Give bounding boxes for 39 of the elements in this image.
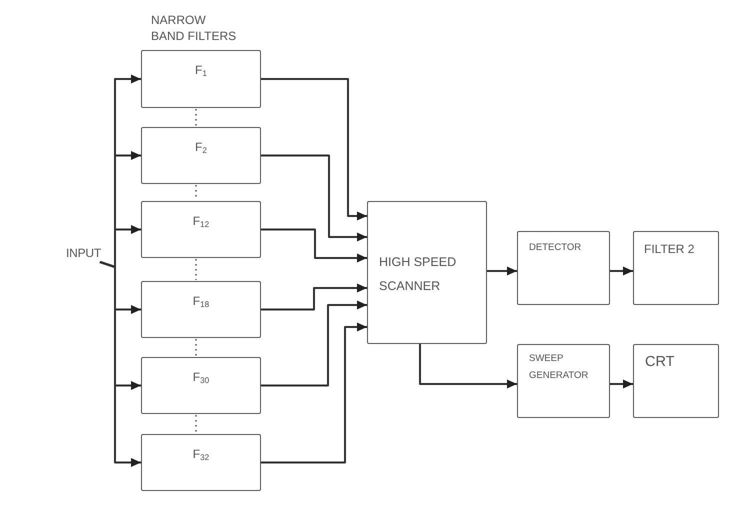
filter-label: F$_{12}$ (192, 214, 210, 229)
dotted-line (195, 339, 197, 356)
input-label: INPUT (66, 245, 113, 262)
filter-2-label: FILTER 2 (644, 242, 694, 257)
crt-box (633, 344, 719, 418)
arrow (261, 154, 367, 242)
scanner-box (367, 201, 487, 344)
arrow (261, 284, 367, 310)
sweep-generator-label: SWEEP GENERATOR (529, 352, 590, 383)
arrow (610, 380, 633, 388)
arrow (610, 266, 633, 276)
detector-box (517, 231, 610, 305)
filter-box (141, 50, 261, 108)
filter-label: F$_{2}$ (194, 140, 208, 155)
sweep-generator-box (517, 344, 610, 418)
arrow (261, 78, 367, 220)
detector-label: DETECTOR (529, 241, 582, 255)
scanner-label: HIGH SPEED SCANNER (379, 254, 458, 295)
filter-box (141, 281, 261, 338)
arrow (261, 300, 367, 386)
filter-box (141, 357, 261, 414)
dotted-line (195, 109, 197, 126)
filter-box (141, 127, 261, 184)
crt-label: CRT (645, 354, 675, 371)
filter-label: F$_{32}$ (192, 447, 210, 462)
filter-box (141, 201, 261, 258)
filter-label: F$_{30}$ (192, 370, 210, 385)
filter-box (633, 231, 719, 305)
arrow (487, 266, 517, 276)
arrow (419, 344, 517, 388)
arrow (261, 322, 367, 464)
filter-label: F$_{1}$ (194, 63, 208, 78)
filter-label: F$_{18}$ (192, 294, 210, 309)
arrow (261, 228, 367, 262)
arrow (100, 261, 141, 467)
filter-box (141, 434, 261, 491)
group-heading: NARROW BAND FILTERS (151, 12, 238, 44)
dotted-line (195, 415, 197, 433)
dotted-line (195, 259, 197, 280)
